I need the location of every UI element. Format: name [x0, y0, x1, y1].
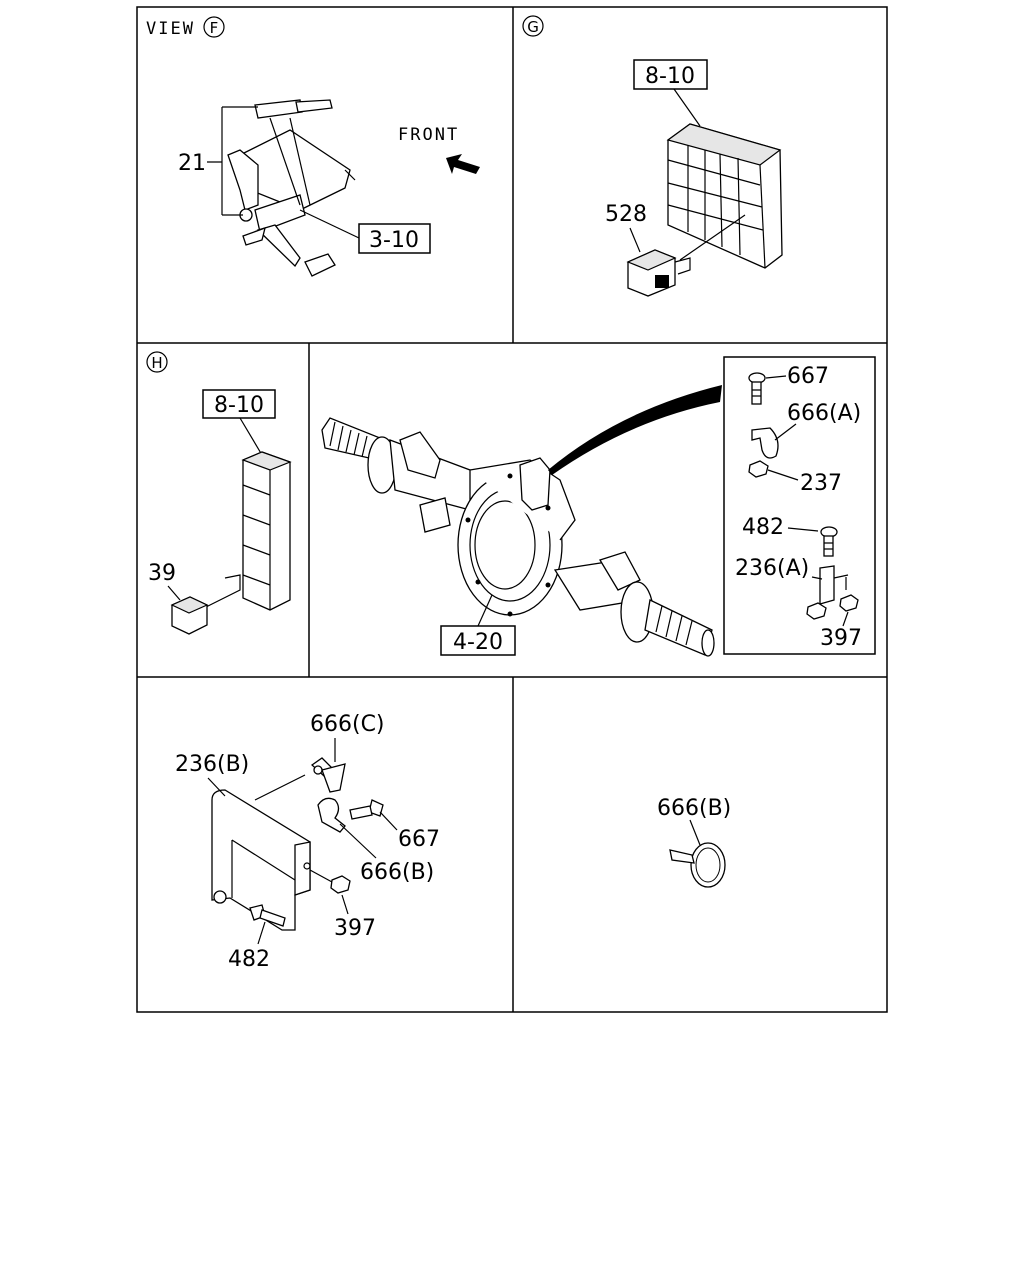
bracket-bolt-482-drawing — [249, 904, 286, 927]
panel-view-h: H 8-10 39 — [146, 351, 292, 635]
callout-21-leader — [207, 106, 258, 216]
nut-397a-drawing — [806, 602, 827, 620]
ref-8-10-g: 8-10 — [645, 64, 695, 89]
clip-666a-drawing — [751, 427, 779, 459]
ref-4-20: 4-20 — [453, 630, 503, 655]
callout-39: 39 — [148, 561, 176, 586]
bracket-callout-667-leader — [379, 811, 398, 831]
panel-view-g: G 8-10 528 — [522, 15, 783, 297]
ref-4-20-leader — [477, 594, 493, 627]
relay-528-link-line — [679, 214, 746, 261]
ref-box-4-20 — [440, 625, 516, 656]
bracket-callout-482: 482 — [228, 947, 270, 972]
callout-528: 528 — [605, 202, 647, 227]
front-arrow-icon — [446, 154, 480, 174]
view-h-circle-marker — [146, 351, 168, 373]
relay-528-drawing — [626, 249, 691, 297]
bracket-callout-236b-leader — [207, 777, 226, 797]
pedal-bracket-drawing — [227, 99, 356, 277]
fuse-box-drawing — [666, 123, 783, 269]
callout-21: 21 — [178, 151, 206, 176]
bracket-callout-666b: 666(B) — [360, 860, 434, 885]
axle-callout-397: 397 — [820, 626, 862, 651]
ref-box-8-10-h — [202, 389, 276, 419]
bracket-clip-666b-drawing — [317, 797, 346, 833]
axle-callout-237-leader — [767, 469, 799, 481]
axle-detail-box — [723, 356, 876, 655]
panel-rear-axle: 4-20 667 666(A) 237 482 236(A) — [321, 356, 876, 657]
clamp-callout-666b-leader — [689, 819, 701, 846]
axle-callout-667-leader — [765, 375, 787, 379]
axle-callout-397-leader — [842, 611, 849, 627]
callout-39-leader — [167, 585, 181, 601]
ref-8-10-h: 8-10 — [214, 393, 264, 418]
panel-clamp: 666(B) — [657, 796, 731, 888]
axle-callout-666a: 666(A) — [787, 401, 861, 426]
callout-528-leader — [629, 227, 641, 253]
view-f-title: VIEW — [146, 19, 195, 39]
view-g-mark: G — [527, 18, 539, 36]
bracket-callout-667: 667 — [398, 827, 440, 852]
relay-39-link-line — [199, 574, 241, 611]
axle-callout-666a-leader — [774, 423, 797, 441]
ref-8-10-g-leader — [673, 88, 701, 127]
panel-view-f: VIEW F FRONT 21 3-10 — [146, 16, 480, 277]
axle-callout-482: 482 — [742, 515, 784, 540]
view-h-mark: H — [151, 354, 162, 372]
bolt-667-drawing — [748, 372, 766, 405]
clip-666c-drawing — [254, 757, 346, 801]
ref-3-10: 3-10 — [369, 228, 419, 253]
detail-pointer-icon — [548, 385, 722, 475]
ref-8-10-h-leader — [239, 417, 263, 456]
bracket-callout-482-leader — [257, 921, 266, 945]
view-g-circle-marker — [522, 15, 544, 37]
clamp-666b-drawing — [669, 842, 726, 888]
bracket-callout-397: 397 — [334, 916, 376, 941]
fuse-box-h-drawing — [241, 451, 292, 611]
diagram-frame — [136, 6, 888, 1013]
axle-callout-667: 667 — [787, 364, 829, 389]
bracket-236a-drawing — [819, 565, 835, 605]
ref-box-8-10-g — [633, 59, 708, 90]
clamp-callout-666b: 666(B) — [657, 796, 731, 821]
bracket-callout-236b: 236(B) — [175, 752, 249, 777]
ref-box-3-10 — [358, 223, 431, 254]
panel-bracket-assembly: 236(B) 666(C) 667 666(B) 397 — [175, 712, 440, 972]
bracket-nut-397-drawing — [330, 875, 351, 894]
axle-callout-236a-leader — [811, 576, 823, 580]
nut-397b-drawing — [839, 594, 859, 612]
bracket-callout-397-leader — [341, 894, 349, 915]
view-f-mark: F — [210, 19, 219, 37]
relay-39-drawing — [170, 596, 209, 635]
axle-callout-237: 237 — [800, 471, 842, 496]
bracket-bolt-667-drawing — [349, 799, 384, 820]
nut-237-drawing — [748, 460, 769, 478]
bolt-482-drawing — [820, 526, 838, 557]
axle-callout-236a: 236(A) — [735, 556, 809, 581]
front-label: FRONT — [398, 125, 459, 145]
bracket-236b-drawing — [211, 789, 311, 931]
bracket-callout-666b-leader — [339, 823, 377, 859]
view-f-circle-marker — [203, 16, 225, 38]
ref-3-10-leader — [299, 209, 360, 239]
axle-callout-482-leader — [787, 527, 819, 532]
bracket-callout-666c: 666(C) — [310, 712, 385, 737]
rear-axle-drawing — [321, 417, 715, 657]
